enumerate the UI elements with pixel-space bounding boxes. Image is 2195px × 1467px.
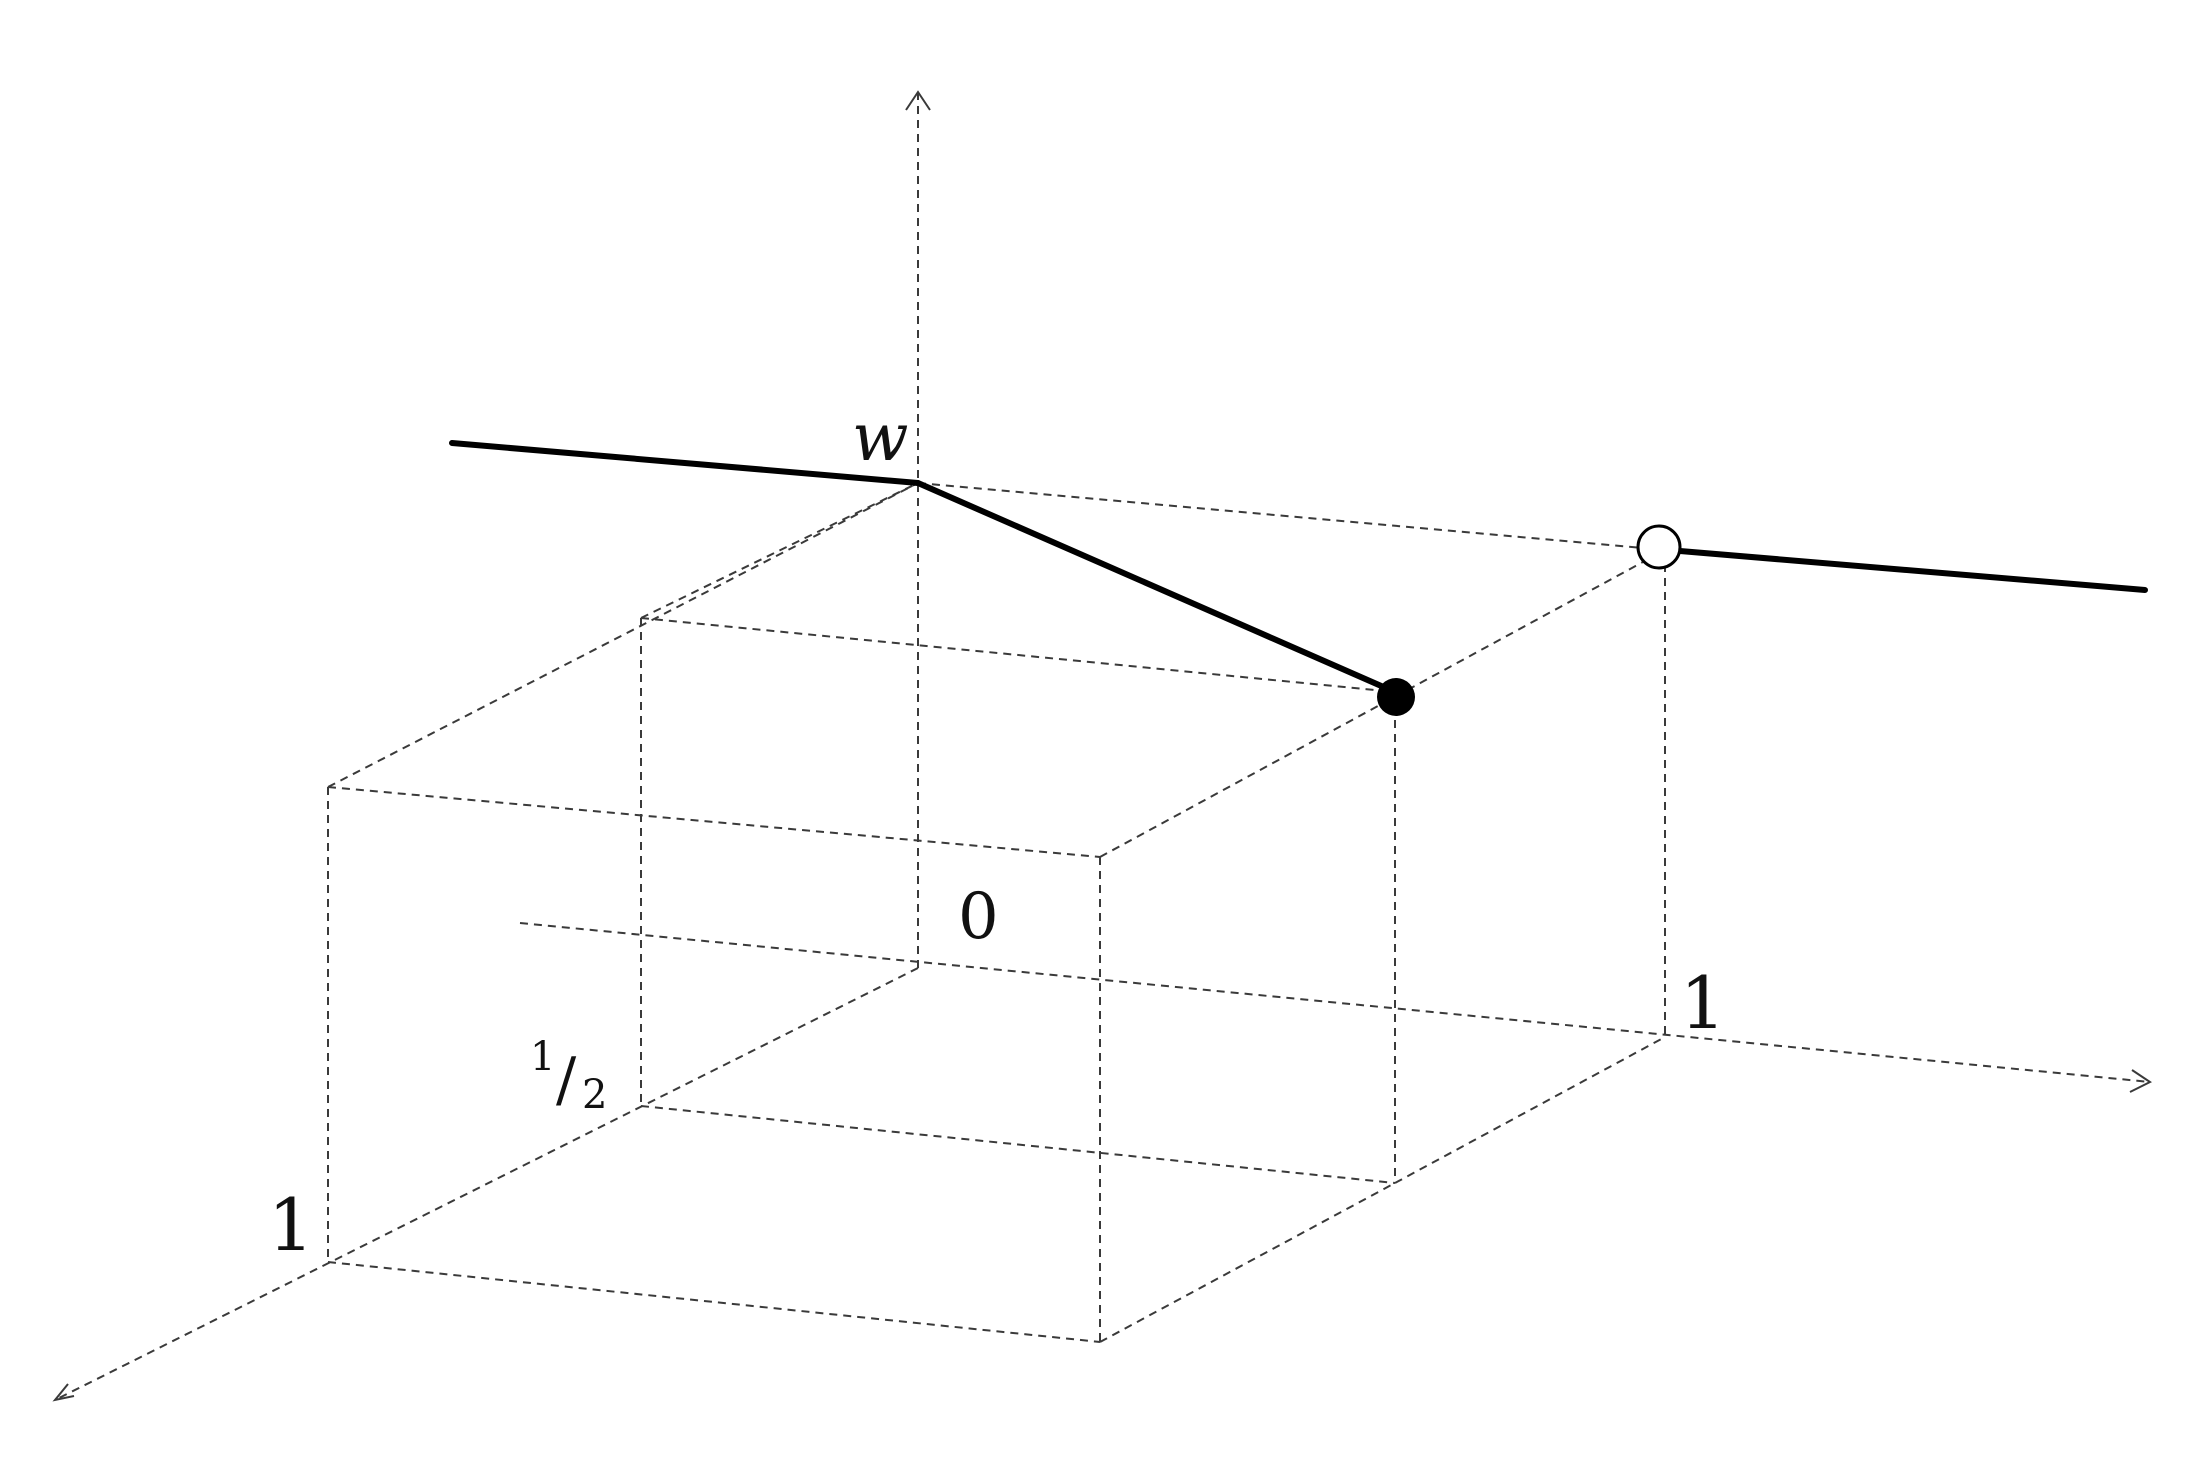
label-z-half-denominator: 2 [582,1072,607,1118]
label-z-half-numerator: 1 [530,1034,555,1080]
half-depth-plane [640,482,1666,1184]
drop-lines [1394,550,1666,1183]
depth-axis [52,967,919,1402]
graph-right-segment [1677,548,2148,593]
filled-endpoint [1377,678,1415,716]
vertical-axis-arrow [905,90,931,111]
label-z-one: 1 [268,1183,314,1267]
front-box [327,482,1666,1343]
top-back-edge [917,482,1666,551]
graph-left-segment [449,440,921,486]
graph-sloped-segment [915,480,1398,695]
depth-axis-arrow [52,1383,75,1402]
label-w: w [852,399,909,476]
horizontal-axis [519,922,2152,1093]
open-endpoint [1636,524,1682,570]
label-z-half-slash: / [556,1045,577,1115]
label-x-one: 1 [1680,961,1726,1045]
vertical-axis [905,90,931,968]
function-graph [449,440,2148,695]
label-origin: 0 [958,880,999,954]
horizontal-axis-arrow [2129,1069,2152,1093]
